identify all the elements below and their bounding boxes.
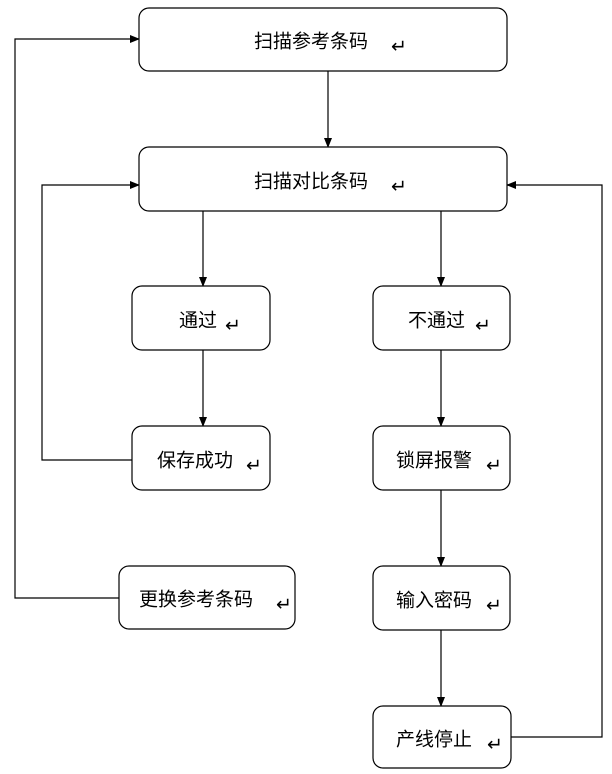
node-enter-password-label: 输入密码 bbox=[396, 590, 472, 612]
node-scan-reference-label: 扫描参考条码 bbox=[254, 31, 368, 53]
edges bbox=[14, 35, 603, 738]
node-change-reference: 更换参考条码 ↵ bbox=[118, 565, 296, 630]
node-fail: 不通过 ↵ bbox=[372, 285, 511, 351]
node-save-success: 保存成功 ↵ bbox=[131, 425, 271, 491]
node-save-success-label: 保存成功 bbox=[157, 450, 233, 472]
node-line-stop: 产线停止 ↵ bbox=[372, 705, 512, 769]
paragraph-mark: ↵ bbox=[487, 734, 503, 756]
paragraph-mark: ↵ bbox=[276, 594, 292, 616]
node-change-reference-label: 更换参考条码 bbox=[139, 589, 253, 611]
edge-line-stop-loop-to-scan-compare bbox=[506, 181, 603, 738]
node-line-stop-label: 产线停止 bbox=[396, 729, 472, 751]
node-pass: 通过 ↵ bbox=[131, 285, 271, 351]
node-scan-compare-label: 扫描对比条码 bbox=[254, 171, 368, 193]
paragraph-mark: ↵ bbox=[246, 455, 262, 477]
paragraph-mark: ↵ bbox=[486, 455, 502, 477]
paragraph-mark: ↵ bbox=[475, 315, 491, 337]
paragraph-mark: ↵ bbox=[391, 176, 407, 198]
paragraph-mark: ↵ bbox=[486, 595, 502, 617]
node-lock-alarm-label: 锁屏报警 bbox=[396, 450, 472, 472]
node-enter-password: 输入密码 ↵ bbox=[372, 565, 511, 631]
edge-change-reference-loop-to-scan-reference bbox=[14, 35, 140, 599]
node-scan-compare: 扫描对比条码 ↵ bbox=[138, 146, 508, 212]
node-lock-alarm: 锁屏报警 ↵ bbox=[372, 425, 511, 491]
paragraph-mark: ↵ bbox=[391, 36, 407, 58]
node-pass-label: 通过 bbox=[179, 310, 217, 332]
paragraph-mark: ↵ bbox=[225, 315, 241, 337]
node-scan-reference: 扫描参考条码 ↵ bbox=[138, 7, 508, 72]
node-fail-label: 不通过 bbox=[408, 310, 465, 332]
edge-save-success-loop-to-scan-compare bbox=[41, 181, 140, 461]
